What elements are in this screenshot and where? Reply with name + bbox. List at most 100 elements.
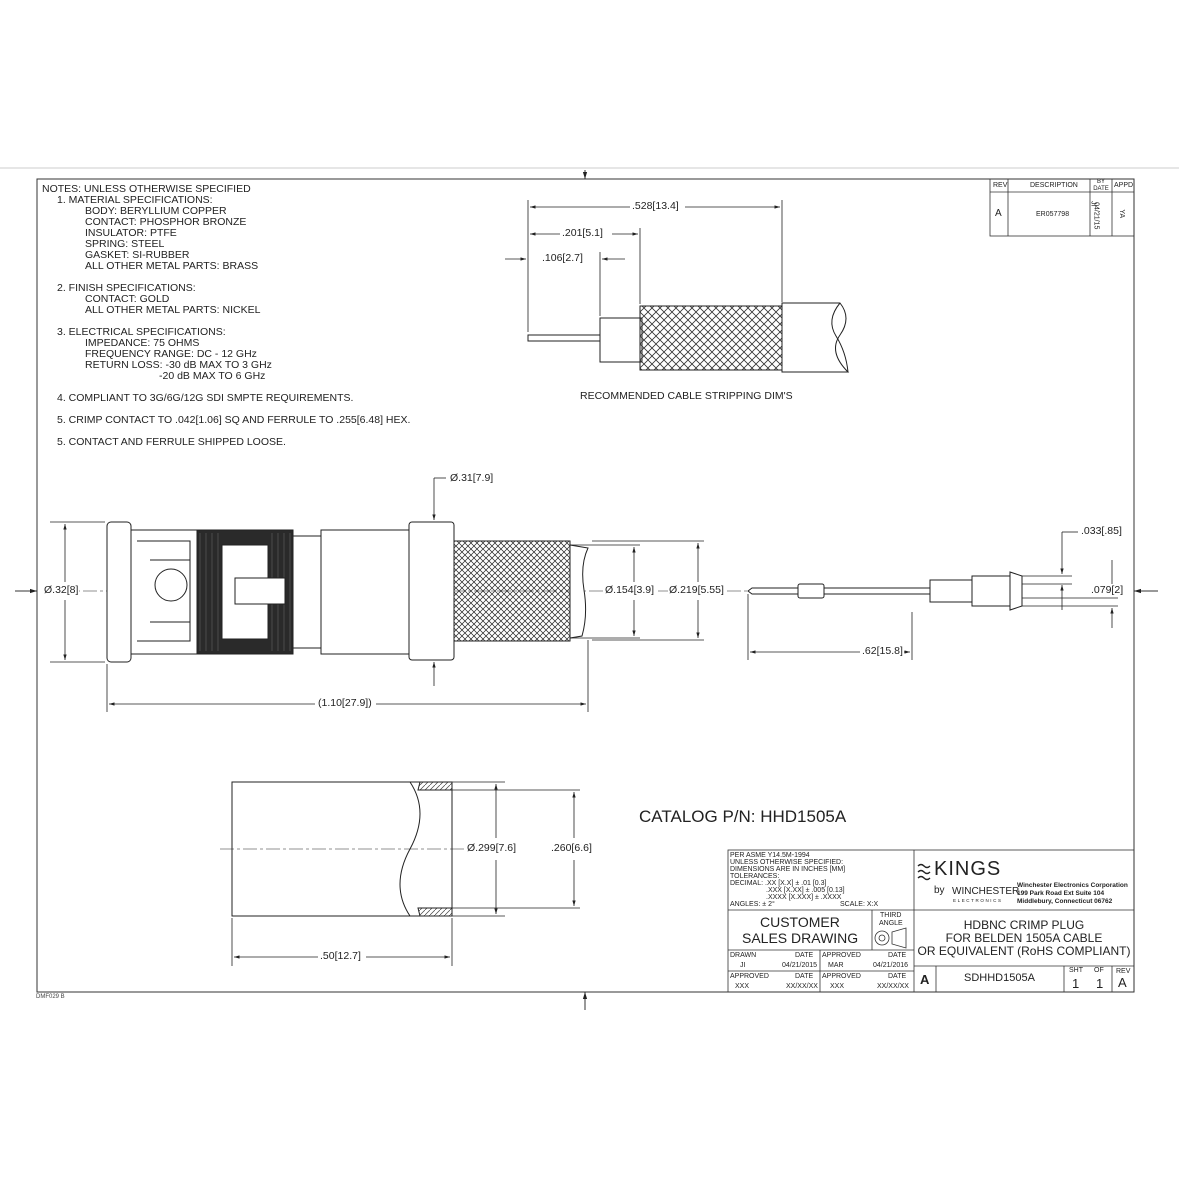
material-title: 1. MATERIAL SPECIFICATIONS: [57, 194, 213, 206]
appd-header: APPD [1114, 182, 1134, 189]
plug-body [60, 521, 760, 663]
dim-contact-033: .033[.85] [1080, 525, 1123, 537]
electrical-item: FREQUENCY RANGE: DC - 12 GHz [85, 348, 257, 360]
ecn-number: ER057798 [1036, 211, 1070, 218]
scale: SCALE: X:X [840, 901, 879, 908]
ferrule-dimensions [231, 781, 580, 966]
material-item: BODY: BERYLLIUM COPPER [85, 205, 227, 217]
catalog-part-number: CATALOG P/N: HHD1505A [639, 807, 847, 826]
drawing-size: A [920, 972, 930, 987]
sheet-total: 1 [1096, 976, 1104, 991]
drawn-date: 04/21/2015 [782, 962, 818, 969]
rev-label: REV [1116, 968, 1131, 975]
finish-title: 2. FINISH SPECIFICATIONS: [57, 282, 196, 294]
title-block-grid [727, 849, 1135, 993]
note-5-crimp: 5. CRIMP CONTACT TO .042[1.06] SQ AND FE… [57, 414, 411, 426]
electrical-item: RETURN LOSS: -30 dB MAX TO 3 GHz [85, 359, 272, 371]
stripping-caption: RECOMMENDED CABLE STRIPPING DIM'S [580, 390, 793, 402]
tolerance-unless: UNLESS OTHERWISE SPECIFIED: [730, 859, 844, 866]
approved3-date: XX/XX/XX [877, 983, 909, 990]
dim-contact-079: .079[2] [1090, 584, 1125, 596]
dim-dia-219: Ø.219[5.55] [668, 584, 725, 596]
notes-block: NOTES: UNLESS OTHERWISE SPECIFIED 1. MAT… [42, 184, 410, 448]
finish-item: ALL OTHER METAL PARTS: NICKEL [85, 304, 261, 316]
dim-strip-106: .106[2.7] [541, 252, 584, 264]
dim-ferrule-dia-299: Ø.299[7.6] [466, 842, 518, 854]
material-item: CONTACT: PHOSPHOR BRONZE [85, 216, 247, 228]
drawing-title-line-3: OR EQUIVALENT (RoHS COMPLIANT) [917, 944, 1131, 958]
tolerance-decimal-3: .XXXX [X.XXX] ± .XXXX [766, 894, 842, 901]
dim-ferrule-260: .260[6.6] [550, 842, 593, 854]
drawing-title-line-1: HDBNC CRIMP PLUG [963, 918, 1085, 932]
rev-value: A [995, 208, 1002, 219]
projection-angle: ANGLE [879, 920, 903, 927]
drawn-by: JI [740, 962, 746, 969]
dim-strip-528: .528[13.4] [631, 200, 680, 212]
rev-date: 04/21/15 [1092, 202, 1100, 230]
of-label: OF [1094, 967, 1104, 974]
drawing-type-line-2: SALES DRAWING [742, 930, 859, 946]
material-item: ALL OTHER METAL PARTS: BRASS [85, 260, 259, 272]
material-item: SPRING: STEEL [85, 238, 165, 250]
dim-dia-32: Ø.32[8] [43, 584, 80, 596]
approved2-date-label: DATE [795, 973, 814, 980]
ferrule [220, 781, 470, 917]
drawn-date-label: DATE [795, 952, 814, 959]
approved-label: APPROVED [822, 952, 861, 959]
material-item: GASKET: SI-RUBBER [85, 249, 190, 261]
kings-wave-icon [917, 863, 931, 881]
tolerance-decimal-1: DECIMAL: .XX [X.X] ± .01 [0.3] [730, 880, 827, 887]
projection-third: THIRD [880, 912, 902, 919]
dim-ferrule-50: .50[12.7] [319, 950, 362, 962]
description-header: DESCRIPTION [1030, 182, 1078, 189]
company-address-2: Middlebury, Connecticut 06762 [1017, 898, 1113, 905]
tolerance-label: TOLERANCES: [730, 873, 780, 880]
dim-dia-31: Ø.31[7.9] [449, 472, 495, 484]
kings-logo: KINGS [934, 858, 1002, 880]
drawn-label: DRAWN [730, 952, 757, 959]
drawing-title-line-2: FOR BELDEN 1505A CABLE [945, 931, 1103, 945]
drawing-number: SDHHD1505A [964, 972, 1035, 984]
approved3-label: APPROVED [822, 973, 861, 980]
plug-dimensions [50, 477, 704, 712]
revision-block [989, 178, 1135, 237]
tolerance-angles: ANGLES: ± 2° [730, 901, 775, 908]
finish-item: CONTACT: GOLD [85, 293, 170, 305]
dim-strip-201: .201[5.1] [561, 227, 604, 239]
approved-date-label: DATE [888, 952, 907, 959]
notes-header: NOTES: UNLESS OTHERWISE SPECIFIED [42, 183, 251, 195]
approved2-by: XXX [735, 983, 750, 990]
form-number: DMF029 B [36, 994, 65, 1000]
note-4: 4. COMPLIANT TO 3G/6G/12G SDI SMPTE REQU… [57, 392, 354, 404]
material-item: INSULATOR: PTFE [85, 227, 177, 239]
company-name: Winchester Electronics Corporation [1017, 882, 1128, 889]
approved-by: MAR [828, 962, 844, 969]
drawing-type-line-1: CUSTOMER [760, 914, 840, 930]
approved3-by: XXX [830, 983, 845, 990]
rev-approved: YA [1118, 209, 1126, 219]
approved3-date-label: DATE [888, 973, 907, 980]
tolerance-dimensions: DIMENSIONS ARE IN INCHES [MM] [730, 866, 846, 873]
dim-dia-154: Ø.154[3.9] [604, 584, 656, 596]
dim-contact-62: .62[15.8] [861, 645, 904, 657]
sheet-label: SHT [1069, 967, 1083, 974]
approved-date: 04/21/2016 [873, 962, 909, 969]
approved2-label: APPROVED [730, 973, 769, 980]
tolerance-standard: PER ASME Y14.5M-1994 [730, 852, 810, 859]
drawing-revision: A [1118, 975, 1127, 990]
approved2-date: XX/XX/XX [786, 983, 818, 990]
winchester-logo: WINCHESTER [952, 886, 1020, 897]
logo-by: by [934, 885, 945, 896]
by-date-header: BY DATE [1093, 179, 1109, 192]
company-address-1: 199 Park Road Ext Suite 104 [1017, 890, 1105, 897]
electronics-logo: ELECTRONICS [953, 898, 1003, 903]
sheet-number: 1 [1072, 976, 1080, 991]
stripping-dimensions [505, 200, 783, 332]
rev-header: REV [993, 182, 1008, 189]
electrical-continuation: -20 dB MAX TO 6 GHz [159, 370, 266, 382]
dim-length-110: (1.10[27.9]) [317, 697, 373, 709]
note-5-shipped: 5. CONTACT AND FERRULE SHIPPED LOOSE. [57, 436, 286, 448]
contact-pin [747, 571, 1023, 611]
tolerance-decimal-2: .XXX [X.XX] ± .005 [0.13] [766, 887, 845, 894]
